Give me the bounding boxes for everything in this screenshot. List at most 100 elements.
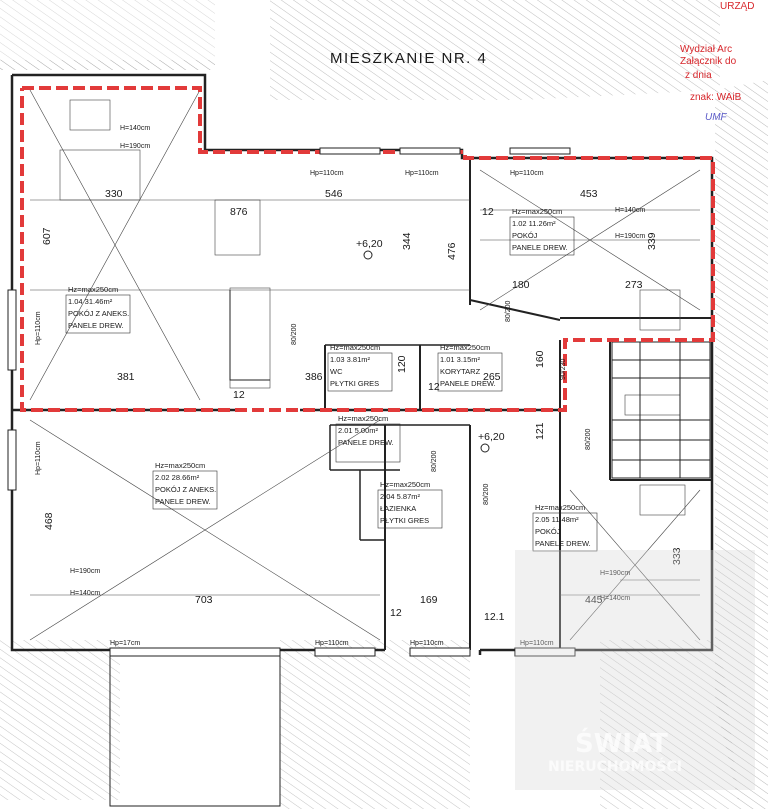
room-number-area: 1.02 11.26m² <box>512 219 556 228</box>
dimension-label: 445 <box>585 594 603 606</box>
room-floor: PANELE DREW. <box>512 243 568 252</box>
plan-title: MIESZKANIE NR. 4 <box>330 50 487 67</box>
room-floor: PANELE DREW. <box>535 539 591 548</box>
room-number-area: 2.02 28.66m² <box>155 473 200 482</box>
room-floor: PANELE DREW. <box>68 321 124 330</box>
level-label: +6,20 <box>478 431 505 443</box>
room-label-box <box>377 489 443 529</box>
height-label: Hp=110cm <box>510 170 544 177</box>
door-size: 80/200 <box>483 483 490 505</box>
height-label: H=190cm <box>70 568 100 575</box>
room-label-box <box>532 512 598 552</box>
dimension-label: 344 <box>401 232 413 250</box>
room-name: POKÓJ <box>512 231 538 240</box>
level-label: +6,20 <box>356 238 383 250</box>
height-label: Hp=110cm <box>520 640 554 647</box>
construction-lines <box>29 89 701 641</box>
dimension-label: 12 <box>390 607 402 619</box>
dimension-label: 381 <box>117 371 135 383</box>
door-size: 80/200 <box>505 300 512 322</box>
dimension-label: 703 <box>195 594 213 606</box>
windows <box>7 147 576 807</box>
height-label: H=190cm <box>600 570 630 577</box>
dimension-label: 453 <box>580 188 598 200</box>
dimension-label: 330 <box>105 188 123 200</box>
dimension-label: 333 <box>671 547 683 565</box>
dimension-label: 120 <box>396 355 408 373</box>
room-name: WC <box>330 367 343 376</box>
dimension-label: 12 <box>428 381 440 393</box>
room-height: Hz=max250cm <box>68 285 118 294</box>
room-height: Hz=max250cm <box>155 461 205 470</box>
dimension-label: 12 <box>233 389 245 401</box>
dimension-label: 607 <box>41 227 53 245</box>
room-label-box <box>509 216 575 256</box>
height-label: H=140cm <box>120 125 150 132</box>
height-label: H=140cm <box>70 590 100 597</box>
dimension-label: 180 <box>512 279 530 291</box>
room-labels: Hz=max250cm 1.04 31.46m² POKÓJ Z ANEKS. PAN… <box>65 207 598 552</box>
room-name: POKÓJ <box>535 527 561 536</box>
dimension-label: 468 <box>43 512 55 530</box>
room-height: Hz=max250cm <box>440 343 490 352</box>
height-label: Hp=110cm <box>405 170 439 177</box>
watermark-line: ŚWIAT <box>575 727 668 759</box>
door-size: 90/230 <box>560 358 567 380</box>
watermark: ŚWIAT NIERUCHOMOŚCI <box>515 550 755 790</box>
stamp-line: Wydział Arc <box>680 44 732 55</box>
room-name: ŁAZIENKA <box>380 504 416 513</box>
dimension-label: 876 <box>230 206 248 218</box>
height-label: H=140cm <box>615 207 645 214</box>
dimension-label: 169 <box>420 594 438 606</box>
height-label: H=190cm <box>120 143 150 150</box>
height-label: Hp=110cm <box>35 441 42 475</box>
room-name: KORYTARZ <box>440 367 481 376</box>
height-label: Hp=110cm <box>310 170 344 177</box>
room-number-area: 1.04 31.46m² <box>68 297 113 306</box>
room-height: Hz=max250cm <box>512 207 562 216</box>
room-floor: PŁYTKI GRES <box>380 516 429 525</box>
room-number-area: 1.01 3.15m² <box>440 355 481 364</box>
height-label: Hp=110cm <box>410 640 444 647</box>
stamp-line: UMF <box>705 112 728 123</box>
room-number-area: 2.05 11.48m² <box>535 515 579 524</box>
stamp-line: znak: WAiB <box>690 92 742 103</box>
room-floor: PANELE DREW. <box>155 497 211 506</box>
height-label: Hp=110cm <box>315 640 349 647</box>
office-stamp: URZĄD Wydział Arc Załącznik do z dnia zn… <box>680 1 754 123</box>
room-number-area: 1.03 3.81m² <box>330 355 371 364</box>
door-size: 80/200 <box>431 450 438 472</box>
stamp-line: z dnia <box>685 70 712 81</box>
dimension-label: 339 <box>646 232 658 250</box>
level-markers: +6,20 +6,20 <box>356 238 505 453</box>
dormer <box>0 0 268 60</box>
room-label-box <box>327 352 393 392</box>
room-number-area: 2.01 5.00m² <box>338 426 379 435</box>
height-label: H=190cm <box>615 233 645 240</box>
height-label: H=140cm <box>600 595 630 602</box>
room-floor: PANELE DREW. <box>338 438 394 447</box>
room-height: Hz=max250cm <box>535 503 585 512</box>
room-label-box <box>65 294 131 334</box>
room-floor: PANELE DREW. <box>440 379 496 388</box>
room-number-area: 2.04 5.87m² <box>380 492 421 501</box>
dimension-label: 386 <box>305 371 323 383</box>
room-label-box <box>152 470 218 510</box>
height-label: Hp=110cm <box>35 311 42 345</box>
dimension-label: 12.1 <box>484 611 505 623</box>
room-height: Hz=max250cm <box>338 414 388 423</box>
dimension-label: 273 <box>625 279 643 291</box>
room-label-box <box>437 352 503 392</box>
room-floor: PŁYTKI GRES <box>330 379 379 388</box>
room-name: POKÓJ Z ANEKS. <box>155 485 216 494</box>
room-height: Hz=max250cm <box>330 343 380 352</box>
dimension-label: 160 <box>534 350 546 368</box>
dimension-label: 265 <box>483 371 501 383</box>
stamp-line: Załącznik do <box>680 56 737 67</box>
door-size: 80/200 <box>585 428 592 450</box>
stamp-line: URZĄD <box>720 1 754 12</box>
